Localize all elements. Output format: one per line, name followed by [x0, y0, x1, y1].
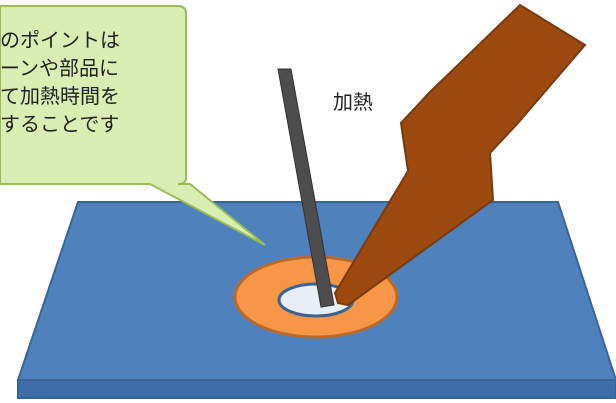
heating-label: 加熱 — [333, 90, 373, 114]
callout-line: ーンや部品に — [0, 56, 119, 80]
solder-wire — [277, 68, 335, 308]
callout-text: のポイントは ーンや部品に て加熱時間を することです — [0, 26, 200, 138]
callout-line: て加熱時間を — [0, 84, 120, 108]
callout-line: のポイントは — [0, 28, 120, 52]
callout-line: することです — [0, 112, 120, 136]
callout-bubble — [0, 5, 266, 246]
board-edge — [17, 379, 616, 399]
soldering-iron-tip — [333, 3, 587, 307]
